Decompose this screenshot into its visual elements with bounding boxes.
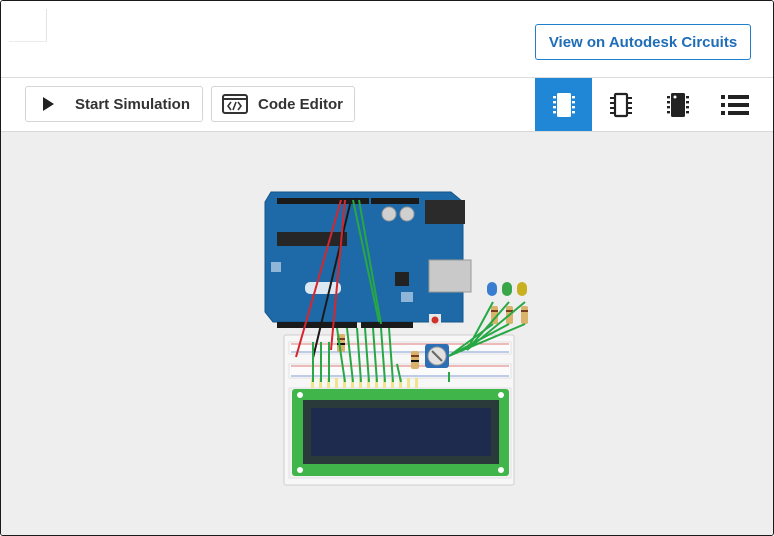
simulator-toolbar: Start Simulation Code Editor (1, 78, 773, 132)
start-simulation-label: Start Simulation (75, 95, 191, 113)
top-bar: View on Autodesk Circuits (1, 1, 773, 78)
breadboard-view-icon (552, 92, 575, 117)
component-list-button[interactable] (706, 78, 763, 131)
arduino-board[interactable] (264, 191, 472, 328)
start-simulation-button[interactable]: Start Simulation (25, 86, 203, 122)
view-on-autodesk-button[interactable]: View on Autodesk Circuits (535, 24, 751, 60)
potentiometer[interactable] (425, 344, 449, 368)
wires (295, 199, 526, 383)
schematic-view-icon (609, 92, 632, 117)
code-editor-icon (222, 94, 248, 114)
led-blue[interactable] (487, 282, 497, 296)
circuit-diagram (264, 191, 528, 486)
resistor[interactable] (411, 351, 419, 369)
code-editor-label: Code Editor (258, 95, 343, 113)
led-green[interactable] (502, 282, 512, 296)
top-divider-line (9, 41, 47, 42)
resistor[interactable] (521, 306, 528, 324)
code-editor-button[interactable]: Code Editor (211, 86, 355, 122)
led-yellow[interactable] (517, 282, 527, 296)
schematic-view-button[interactable] (592, 78, 649, 131)
breadboard-view-button[interactable] (535, 78, 592, 131)
top-divider (46, 9, 47, 41)
play-icon (43, 97, 54, 111)
pcb-view-icon (666, 92, 689, 117)
circuit-canvas[interactable] (1, 132, 773, 535)
pcb-view-button[interactable] (649, 78, 706, 131)
component-list-icon (720, 94, 749, 115)
lcd-module[interactable] (292, 378, 509, 476)
